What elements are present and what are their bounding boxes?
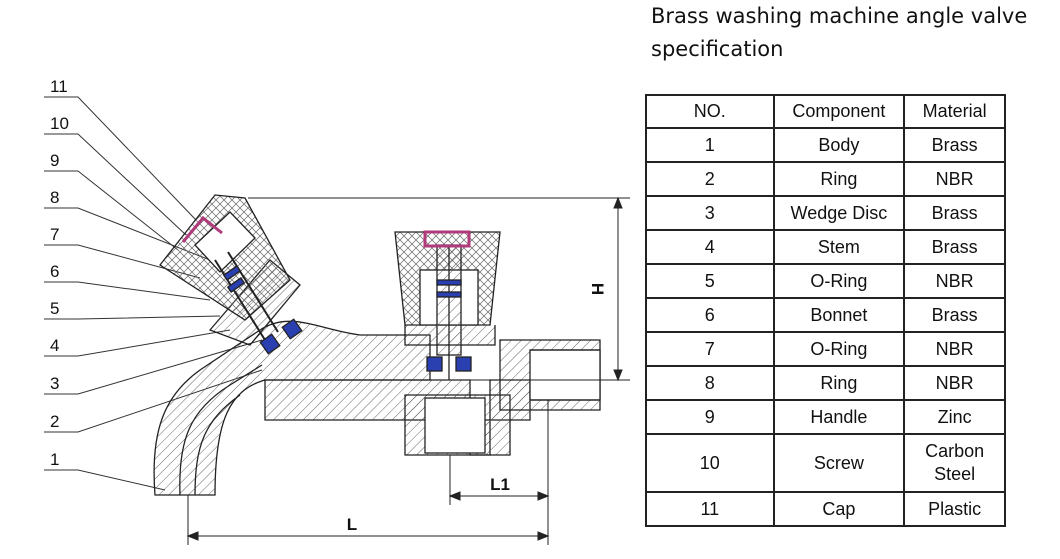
part-label-2: 2 <box>50 412 59 431</box>
cell-no: 4 <box>645 229 775 265</box>
cell-material: Brass <box>903 195 1006 231</box>
wedge-seal-icon <box>455 356 472 372</box>
cell-no: 10 <box>645 433 775 493</box>
cell-component: Body <box>772 127 906 163</box>
dimension-label-h: H <box>588 283 607 295</box>
cap-icon <box>423 230 471 248</box>
col-header-no: NO. <box>645 94 775 129</box>
cell-material: NBR <box>903 263 1006 299</box>
oring-icon <box>436 291 462 298</box>
part-label-3: 3 <box>50 374 59 393</box>
cell-material: Brass <box>903 297 1006 333</box>
cell-no: 1 <box>645 127 775 163</box>
col-header-component: Component <box>772 94 906 129</box>
cell-no: 8 <box>645 365 775 401</box>
cell-component: Bonnet <box>772 297 906 333</box>
valve-section-drawing: 11 10 9 8 7 6 5 4 3 2 1 <box>44 77 630 545</box>
right-handle-assembly <box>394 230 501 380</box>
oring-icon <box>226 277 246 293</box>
cell-material: NBR <box>903 331 1006 367</box>
cell-material: NBR <box>903 161 1006 197</box>
part-label-1: 1 <box>50 450 59 469</box>
cell-no: 7 <box>645 331 775 367</box>
cell-no: 3 <box>645 195 775 231</box>
cell-component: O-Ring <box>772 331 906 367</box>
col-header-material: Material <box>903 94 1006 129</box>
part-label-11: 11 <box>50 77 68 96</box>
wedge-seal-icon <box>426 356 443 372</box>
cell-component: Ring <box>772 365 906 401</box>
part-label-7: 7 <box>50 225 59 244</box>
dimension-label-l: L <box>347 515 357 534</box>
cell-component: Handle <box>772 399 906 435</box>
wedge-seal-icon <box>281 318 303 340</box>
part-labels: 11 10 9 8 7 6 5 4 3 2 1 <box>50 77 69 469</box>
part-label-9: 9 <box>50 151 59 170</box>
cell-component: O-Ring <box>772 263 906 299</box>
cell-no: 6 <box>645 297 775 333</box>
cell-component: Wedge Disc <box>772 195 906 231</box>
cell-material: Zinc <box>903 399 1006 435</box>
cell-material: Brass <box>903 229 1006 265</box>
cell-component: Stem <box>772 229 906 265</box>
cell-no: 2 <box>645 161 775 197</box>
oring-icon <box>436 279 462 286</box>
cell-material: Brass <box>903 127 1006 163</box>
part-label-4: 4 <box>50 336 59 355</box>
spec-title-line1: Brass washing machine angle valve <box>651 4 1028 28</box>
valve-body-section <box>153 259 601 496</box>
spec-title: Brass washing machine angle valve specif… <box>651 0 1056 66</box>
cell-material: Plastic <box>903 491 1006 527</box>
dimension-label-l1: L1 <box>490 475 510 494</box>
cell-material: NBR <box>903 365 1006 401</box>
part-label-5: 5 <box>50 299 59 318</box>
cap-icon <box>181 215 223 243</box>
part-label-10: 10 <box>50 114 69 133</box>
part-label-6: 6 <box>50 262 59 281</box>
cell-component: Cap <box>772 491 906 527</box>
cell-component: Ring <box>772 161 906 197</box>
cell-no: 11 <box>645 491 775 527</box>
cell-material: Carbon Steel <box>903 433 1006 493</box>
dimension-lines <box>186 196 630 545</box>
wedge-seal-icon <box>259 333 281 355</box>
cell-no: 5 <box>645 263 775 299</box>
spec-table-header-row: NO. Component Material <box>645 94 1006 129</box>
part-label-8: 8 <box>50 188 59 207</box>
spec-title-line2: specification <box>651 37 784 61</box>
cell-component: Screw <box>772 433 906 493</box>
left-handle-assembly <box>159 194 303 355</box>
oring-icon <box>222 265 242 281</box>
cell-no: 9 <box>645 399 775 435</box>
